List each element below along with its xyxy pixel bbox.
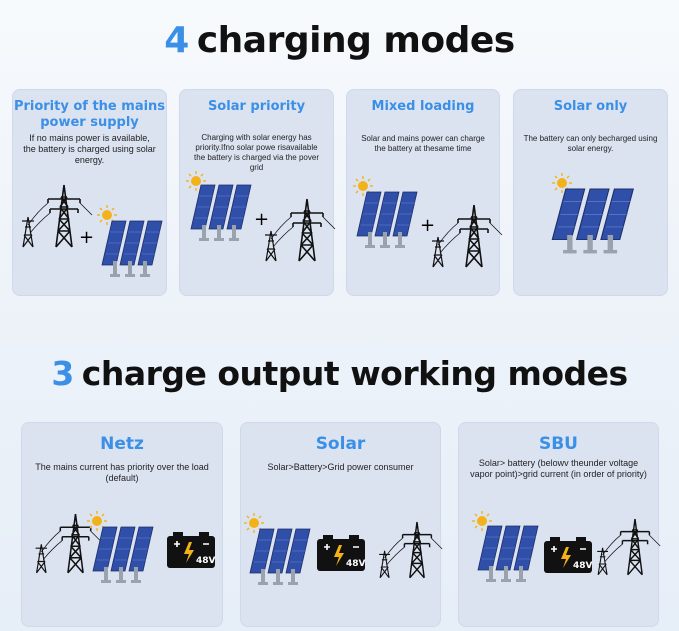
- solar-panel-icon: [249, 528, 311, 586]
- card-illustration: 48V: [243, 512, 443, 586]
- card-description: Charging with solar energy has priority.…: [194, 133, 319, 172]
- power-tower-icon: [34, 513, 103, 574]
- card-title: Priority of the mains power supply: [13, 99, 166, 130]
- solar-panel-icon: [551, 188, 634, 255]
- card-description: Solar>Battery>Grid power consumer: [267, 462, 414, 472]
- card-description: If no mains power is available, the batt…: [23, 133, 156, 165]
- card-description: Solar and mains power can charge the bat…: [361, 134, 485, 153]
- power-tower-icon: [264, 198, 336, 262]
- solar-panel-icon: [356, 191, 418, 249]
- card-illustration: +: [185, 170, 336, 262]
- card-title: Netz: [100, 434, 144, 454]
- power-tower-icon: [596, 518, 661, 576]
- plus-sign: +: [420, 215, 435, 236]
- solar-panel-icon: [190, 184, 252, 242]
- card-description: The battery can only becharged using sol…: [523, 134, 658, 153]
- card-netz: Netz The mains current has priority over…: [21, 422, 223, 627]
- card-illustration: 48V: [34, 510, 216, 584]
- plus-sign: +: [254, 209, 269, 230]
- power-tower-icon: [378, 521, 443, 579]
- section1-number: 4: [164, 20, 189, 61]
- section2-number: 3: [51, 354, 74, 393]
- card-title: SBU: [538, 434, 578, 454]
- solar-panel-icon: [101, 220, 163, 278]
- card-illustration: [551, 172, 634, 255]
- card-description: The mains current has priority over the …: [35, 462, 209, 483]
- card-title: Mixed loading: [371, 99, 475, 114]
- card-title: Solar only: [553, 99, 628, 114]
- battery-label: 48V: [196, 556, 216, 566]
- card-illustration: +: [352, 175, 503, 268]
- card-title: Solar: [315, 434, 366, 454]
- card-solar: Solar Solar>Battery>Grid power consumer …: [240, 422, 443, 627]
- power-tower-icon: [431, 204, 503, 268]
- card-solar-priority: Solar priority Charging with solar energ…: [179, 89, 336, 296]
- battery-label: 48V: [573, 561, 593, 571]
- plus-sign: +: [79, 227, 94, 248]
- section2-title: charge output working modes: [81, 354, 628, 393]
- solar-panel-icon: [477, 525, 539, 583]
- card-mains-priority: Priority of the mains power supply If no…: [12, 89, 167, 296]
- battery-label: 48V: [346, 559, 366, 569]
- section1-title: charging modes: [196, 20, 515, 61]
- card-illustration: +: [21, 184, 163, 278]
- card-solar-only: Solar only The battery can only becharge…: [513, 89, 668, 296]
- solar-panel-icon: [92, 526, 154, 584]
- card-title: Solar priority: [207, 99, 306, 114]
- card-illustration: 48V: [471, 510, 661, 583]
- card-sbu: SBU Solar> battery (belowv theunder volt…: [458, 422, 661, 627]
- card-mixed-loading: Mixed loading Solar and mains power can …: [346, 89, 503, 296]
- card-description: Solar> battery (belowv theunder voltage …: [470, 458, 647, 479]
